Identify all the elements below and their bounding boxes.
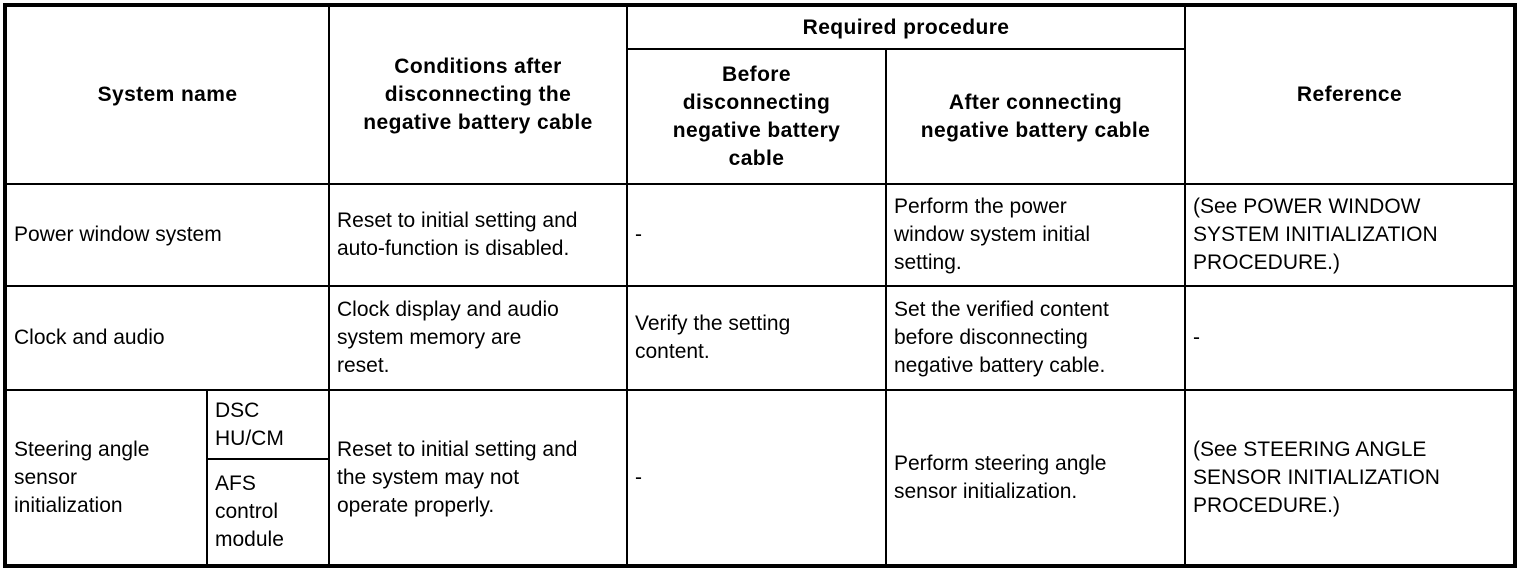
cell-steering-angle-reference: (See STEERING ANGLE SENSOR INITIALIZATIO… bbox=[1184, 389, 1516, 567]
row-steering-angle-afs: AFS control module bbox=[5, 458, 1515, 567]
cell-steering-angle-after: Perform steering angle sensor initializa… bbox=[885, 389, 1186, 567]
cell-power-window-conditions: Reset to initial setting and auto-functi… bbox=[328, 183, 628, 287]
cell-clock-audio-system: Clock and audio bbox=[4, 285, 330, 391]
header-required-procedure: Required procedure bbox=[626, 4, 1186, 50]
battery-disconnect-procedure-table: System name Conditions after disconnecti… bbox=[3, 3, 1517, 568]
cell-steering-angle-dsc-hucm: DSC HU/CM bbox=[206, 389, 330, 460]
cell-clock-audio-reference: - bbox=[1184, 285, 1516, 391]
cell-steering-angle-conditions: Reset to initial setting and the system … bbox=[328, 389, 628, 567]
cell-power-window-reference: (See POWER WINDOW SYSTEM INITIALIZATION … bbox=[1184, 183, 1516, 287]
header-reference: Reference bbox=[1184, 4, 1516, 185]
cell-clock-audio-conditions: Clock display and audio system memory ar… bbox=[328, 285, 628, 391]
cell-steering-angle-system: Steering angle sensor initialization bbox=[4, 389, 208, 567]
header-system-name: System name bbox=[4, 4, 330, 185]
row-steering-angle-dsc: Steering angle sensor initialization DSC… bbox=[4, 389, 1516, 567]
row-clock-audio: Clock and audio Clock display and audio … bbox=[4, 285, 1516, 391]
header-before-disconnecting: Before disconnecting negative battery ca… bbox=[626, 48, 887, 185]
cell-power-window-after: Perform the power window system initial … bbox=[885, 183, 1186, 287]
cell-clock-audio-before: Verify the setting content. bbox=[626, 285, 887, 391]
cell-power-window-before: - bbox=[626, 183, 887, 287]
cell-clock-audio-after: Set the verified content before disconne… bbox=[885, 285, 1186, 391]
header-conditions: Conditions after disconnecting the negat… bbox=[328, 4, 628, 185]
cell-steering-angle-afs-module: AFS control module bbox=[206, 458, 330, 567]
cell-power-window-system: Power window system bbox=[4, 183, 330, 287]
row-power-window: Power window system Reset to initial set… bbox=[4, 183, 1516, 287]
header-after-connecting: After connecting negative battery cable bbox=[885, 48, 1186, 185]
header-row-sub: Before disconnecting negative battery ca… bbox=[5, 48, 1515, 185]
header-row-top: System name Conditions after disconnecti… bbox=[4, 4, 1516, 185]
cell-steering-angle-before: - bbox=[626, 389, 887, 567]
